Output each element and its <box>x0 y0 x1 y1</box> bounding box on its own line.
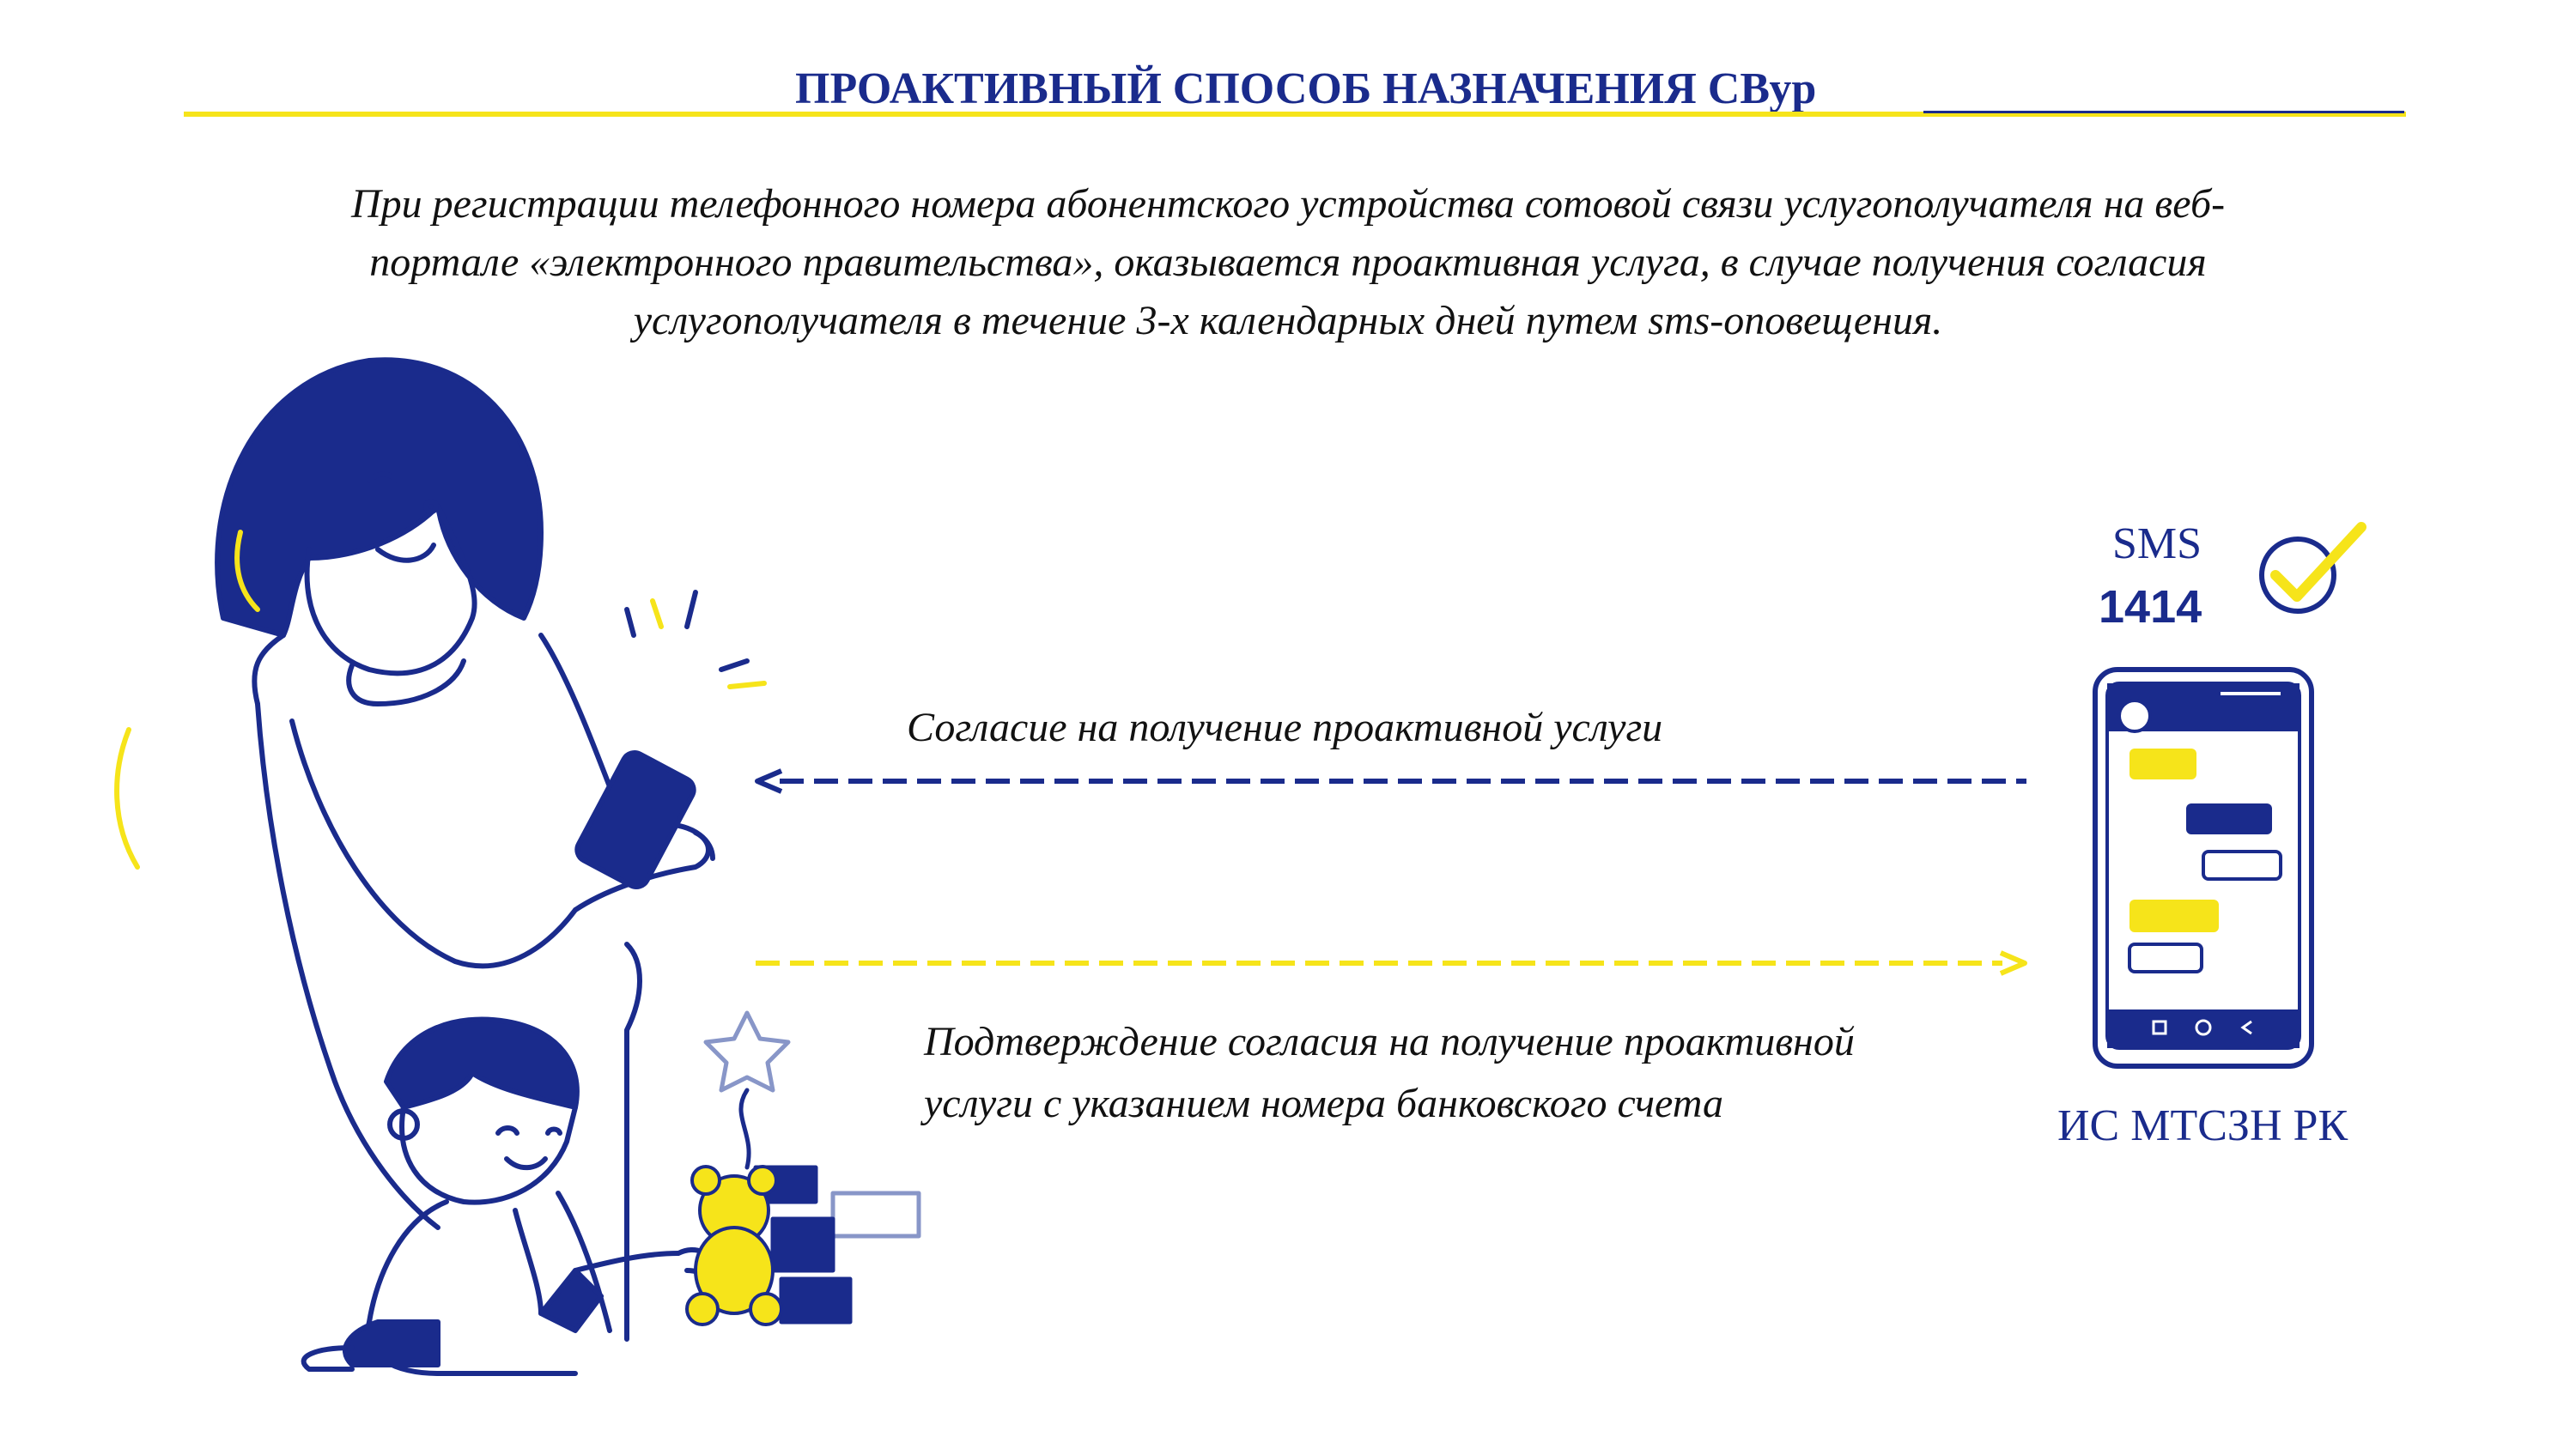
confirmation-label-line-1: Подтверждение согласия на получение проа… <box>924 1019 1855 1064</box>
title-divider <box>184 112 2406 117</box>
sms-label: SMS <box>2112 519 2202 568</box>
intro-paragraph: При регистрации телефонного номера абоне… <box>129 175 2447 350</box>
smartphone-icon <box>2093 667 2314 1069</box>
check-circle-icon <box>2259 522 2366 614</box>
system-label: ИС МТСЗН РК <box>2057 1101 2348 1150</box>
page-title: ПРОАКТИВНЫЙ СПОСОБ НАЗНАЧЕНИЯ СВур <box>795 64 1817 113</box>
confirmation-label-line-2: услуги с указанием номера банковского сч… <box>924 1081 1723 1126</box>
intro-line-1: При регистрации телефонного номера абоне… <box>350 181 2226 227</box>
intro-line-2: портале «электронного правительства», ок… <box>369 239 2207 285</box>
title-underline <box>1923 111 2404 113</box>
consent-arrow <box>755 768 2026 794</box>
intro-line-3: услугополучателя в течение 3-х календарн… <box>633 298 1943 343</box>
consent-label: Согласие на получение проактивной услуги <box>907 705 1663 750</box>
confirmation-arrow <box>756 950 2027 976</box>
sms-number: 1414 <box>2099 581 2202 633</box>
mother-and-child-illustration <box>114 357 921 1376</box>
